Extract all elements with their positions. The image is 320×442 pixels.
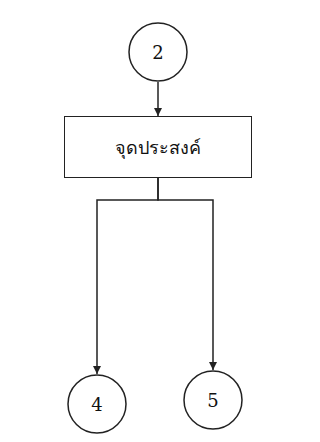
flow-arrow bbox=[157, 82, 159, 116]
callout-number: 4 bbox=[91, 394, 102, 415]
flow-arrow bbox=[97, 178, 158, 374]
box-label: จุดประสงค์ bbox=[115, 133, 201, 162]
process-box: จุดประสงค์ bbox=[64, 116, 252, 178]
flow-arrow bbox=[158, 178, 213, 370]
connector-circle: 4 bbox=[67, 374, 127, 434]
connector-circle: 5 bbox=[183, 370, 243, 430]
connector-circle: 2 bbox=[128, 22, 188, 82]
callout-number: 5 bbox=[207, 390, 218, 411]
callout-number: 2 bbox=[152, 42, 163, 63]
